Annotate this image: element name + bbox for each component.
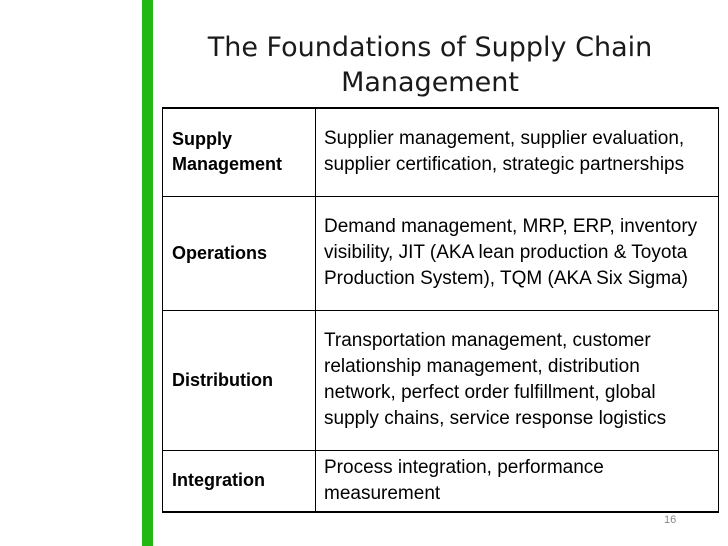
- slide-title: The Foundations of Supply Chain Manageme…: [207, 32, 653, 98]
- accent-bar: [142, 0, 153, 546]
- category-supply-management: Supply Management: [172, 129, 283, 175]
- foundations-table: Supply Management Supplier management, s…: [162, 107, 719, 513]
- description-cell: Demand management, MRP, ERP, inventory v…: [315, 195, 719, 311]
- description-cell: Process integration, performance measure…: [315, 449, 719, 513]
- description-cell: Supplier management, supplier evaluation…: [315, 107, 719, 197]
- table-row: Distribution Transportation management, …: [162, 309, 719, 451]
- category-cell: Integration: [162, 449, 316, 513]
- category-cell: Distribution: [162, 309, 316, 451]
- description-cell: Transportation management, customer rela…: [315, 309, 719, 451]
- category-cell: Operations: [162, 195, 316, 311]
- table-row: Integration Process integration, perform…: [162, 449, 719, 513]
- category-cell: Supply Management: [162, 107, 316, 197]
- page-number: 16: [664, 514, 677, 526]
- table-row: Operations Demand management, MRP, ERP, …: [162, 195, 719, 311]
- table-row: Supply Management Supplier management, s…: [162, 107, 719, 197]
